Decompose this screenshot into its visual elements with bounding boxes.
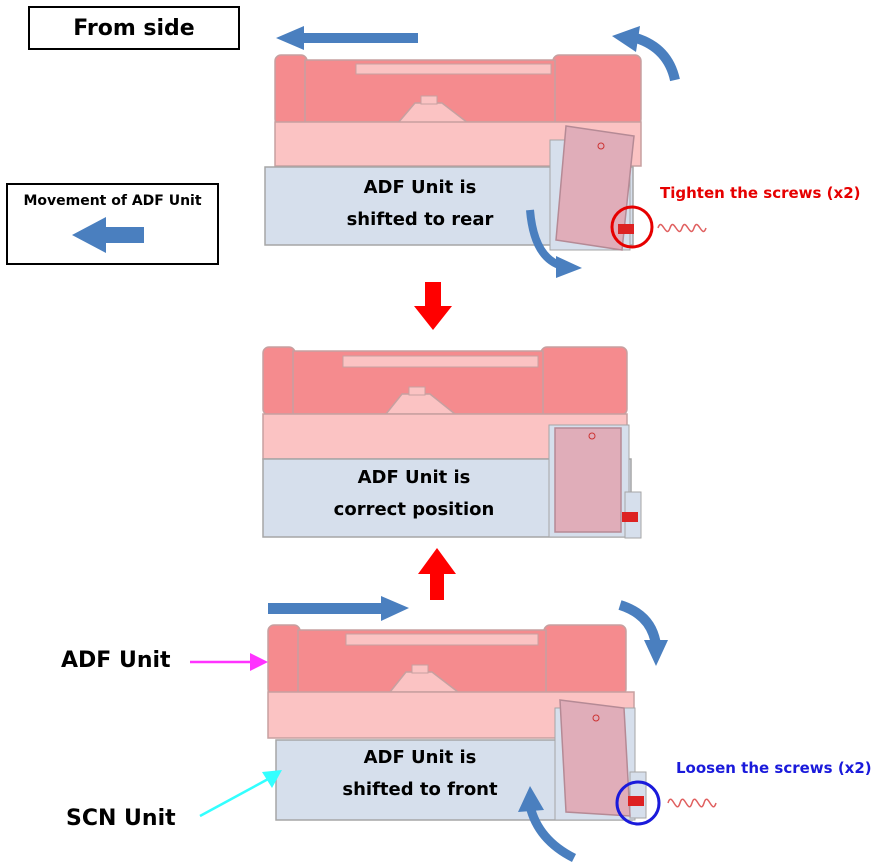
panel-correct-line1: ADF Unit is bbox=[357, 467, 471, 488]
panel-rear-line1: ADF Unit is bbox=[363, 177, 477, 198]
red-down-arrow-icon bbox=[414, 282, 452, 330]
shift-front-arrow-icon bbox=[268, 596, 409, 621]
adf-pointer-icon bbox=[250, 653, 268, 671]
scn-unit-label: SCN Unit bbox=[66, 806, 176, 831]
movement-legend-label: Movement of ADF Unit bbox=[23, 193, 202, 209]
panel-front-text: ADF Unit is shifted to front bbox=[320, 742, 520, 806]
panel-front-line2: shifted to front bbox=[342, 779, 498, 800]
panel-front-drawing bbox=[267, 596, 717, 863]
panel-correct-text: ADF Unit is correct position bbox=[314, 462, 514, 526]
adf-unit-label: ADF Unit bbox=[61, 648, 171, 673]
loosen-note: Loosen the screws (x2) bbox=[676, 759, 872, 777]
movement-legend: Movement of ADF Unit bbox=[6, 183, 219, 265]
shift-rear-arrow-icon bbox=[276, 26, 418, 50]
tighten-note: Tighten the screws (x2) bbox=[660, 184, 861, 202]
page-title: From side bbox=[73, 15, 195, 41]
red-up-arrow-icon bbox=[418, 548, 456, 600]
tighten-screw-circle bbox=[610, 205, 654, 249]
panel-front-line1: ADF Unit is bbox=[363, 747, 477, 768]
movement-arrow-icon bbox=[72, 217, 144, 253]
panel-rear-drawing bbox=[264, 26, 707, 278]
panel-rear-line2: shifted to rear bbox=[346, 209, 494, 230]
panel-rear-text: ADF Unit is shifted to rear bbox=[320, 172, 520, 236]
loosen-screw-circle bbox=[615, 780, 661, 826]
panel-correct-line2: correct position bbox=[333, 499, 495, 520]
scn-pointer-icon bbox=[262, 770, 282, 788]
page-title-box: From side bbox=[28, 6, 240, 50]
panel-correct-drawing bbox=[262, 346, 642, 539]
